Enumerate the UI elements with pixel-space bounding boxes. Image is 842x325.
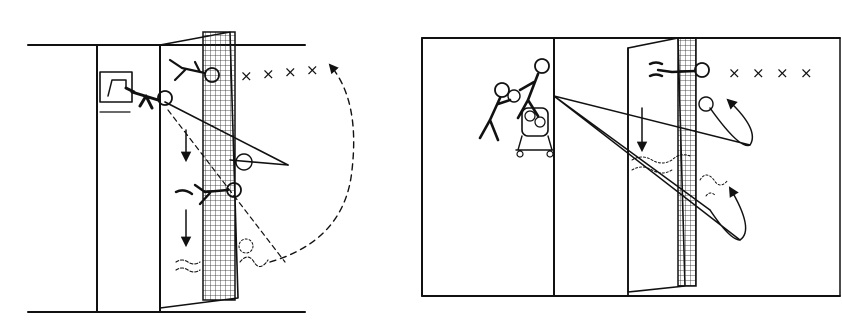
x-mark-left-1: × bbox=[240, 67, 253, 85]
stroller-baby-1 bbox=[525, 111, 535, 121]
left-diagram-panel: × × × × bbox=[0, 0, 420, 325]
x-mark-left-4: × bbox=[306, 61, 319, 79]
stroller-frame bbox=[516, 136, 554, 150]
stroller-wheel-2 bbox=[547, 151, 553, 157]
person-head-adult-2 bbox=[535, 59, 549, 73]
mesh-fence-right bbox=[678, 38, 696, 286]
person-head-adult-1 bbox=[495, 83, 509, 97]
x-mark-right-2: × bbox=[752, 64, 765, 82]
door-panel-right bbox=[628, 38, 685, 292]
ghost-head-bottom bbox=[239, 239, 253, 253]
person-body-top bbox=[170, 60, 205, 80]
right-diagram-panel: × × × × bbox=[410, 0, 842, 325]
person-head-top-right bbox=[695, 63, 709, 77]
x-mark-left-3: × bbox=[284, 63, 297, 81]
dashed-arc bbox=[270, 65, 354, 262]
person-body-climbing bbox=[126, 88, 158, 108]
x-mark-left-2: × bbox=[262, 65, 275, 83]
x-mark-right-1: × bbox=[728, 64, 741, 82]
left-diagram: × × × × bbox=[0, 0, 420, 325]
sight-line-right-1 bbox=[554, 96, 750, 145]
person-child-top-right bbox=[699, 97, 713, 111]
loop-arrow-top bbox=[710, 100, 752, 146]
right-diagram: × × × × bbox=[410, 0, 842, 325]
loop-arrow-bottom bbox=[710, 188, 746, 240]
person-body-adult-1 bbox=[480, 98, 510, 140]
ghost-figure-dotted-2 bbox=[700, 175, 728, 196]
turnstile-inner bbox=[108, 80, 126, 96]
x-mark-right-4: × bbox=[800, 64, 813, 82]
child-head bbox=[508, 90, 520, 102]
x-mark-right-3: × bbox=[776, 64, 789, 82]
stroller-wheel-1 bbox=[517, 151, 523, 157]
stroller-baby-2 bbox=[535, 117, 545, 127]
